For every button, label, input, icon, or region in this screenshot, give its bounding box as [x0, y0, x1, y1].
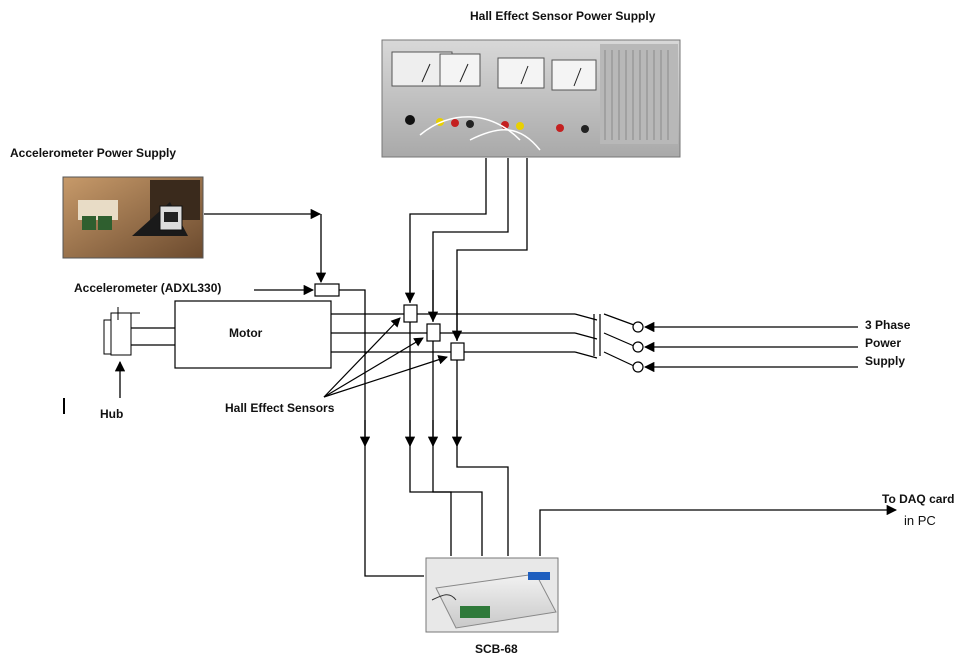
three-phase-label-2: Power: [865, 336, 901, 350]
accelerometer-label: Accelerometer (ADXL330): [74, 281, 221, 295]
hub-label: Hub: [100, 407, 123, 421]
hall-sensor-1: [404, 305, 417, 322]
daq-label-1: To DAQ card: [882, 492, 954, 506]
daq-label-2: in PC: [904, 513, 936, 528]
hall-supply-photo: [382, 40, 680, 157]
three-phase-switch: [575, 314, 643, 372]
hall-supply-label: Hall Effect Sensor Power Supply: [470, 9, 655, 23]
three-phase-label-1: 3 Phase: [865, 318, 910, 332]
hall-sensors-label: Hall Effect Sensors: [225, 401, 334, 415]
accelerometer-box: [315, 284, 339, 296]
hall-sensor-3: [451, 343, 464, 360]
scb-photo: [426, 558, 558, 632]
hub-shape: [104, 307, 140, 355]
accel-supply-photo: [63, 177, 203, 258]
three-phase-label-3: Supply: [865, 354, 905, 368]
motor-label: Motor: [229, 326, 262, 340]
accel-supply-label: Accelerometer Power Supply: [10, 146, 176, 160]
hall-sensor-2: [427, 324, 440, 341]
scb-label: SCB-68: [475, 642, 518, 656]
